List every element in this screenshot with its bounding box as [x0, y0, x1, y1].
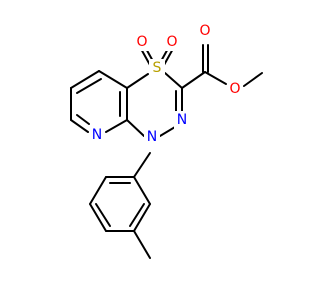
sulfur-atom: S — [149, 59, 165, 77]
oxygen-atom: O — [197, 22, 213, 40]
bond — [76, 78, 102, 94]
oxygen-atom: O — [164, 33, 180, 51]
atom-label-o: O — [229, 81, 240, 97]
nitrogen-atom: N — [174, 111, 190, 129]
bond — [133, 203, 151, 232]
nitrogen-atom: N — [89, 126, 105, 144]
oxygen-atom: O — [227, 80, 243, 98]
oxygen-atom: O — [134, 33, 150, 51]
bond — [129, 203, 145, 227]
bond — [98, 70, 128, 89]
bond — [133, 230, 151, 259]
bond — [70, 119, 89, 133]
nitrogen-atom: N — [144, 128, 160, 146]
bond — [164, 72, 183, 89]
bond — [133, 176, 151, 205]
molecule-structure: S O O N N N O O — [70, 22, 263, 259]
atom-label-s: S — [153, 60, 162, 76]
bond — [105, 119, 128, 133]
bond — [126, 119, 145, 137]
bond — [243, 72, 263, 87]
bond — [89, 203, 107, 232]
atom-label-o: O — [199, 23, 210, 39]
atom-labels: S O O N N N O O — [89, 22, 243, 146]
bond — [181, 71, 206, 89]
atom-label-n: N — [177, 112, 187, 128]
bond — [126, 73, 149, 89]
bond — [133, 152, 151, 178]
atom-label-n: N — [147, 129, 157, 145]
bond — [159, 126, 176, 137]
atom-label-n: N — [92, 127, 102, 143]
bond — [70, 70, 100, 89]
bond — [76, 114, 90, 125]
bond — [89, 176, 107, 205]
bond — [95, 203, 111, 227]
atom-label-o: O — [136, 34, 147, 50]
bond — [204, 71, 227, 85]
atom-label-o: O — [166, 34, 177, 50]
bonds — [70, 44, 263, 259]
